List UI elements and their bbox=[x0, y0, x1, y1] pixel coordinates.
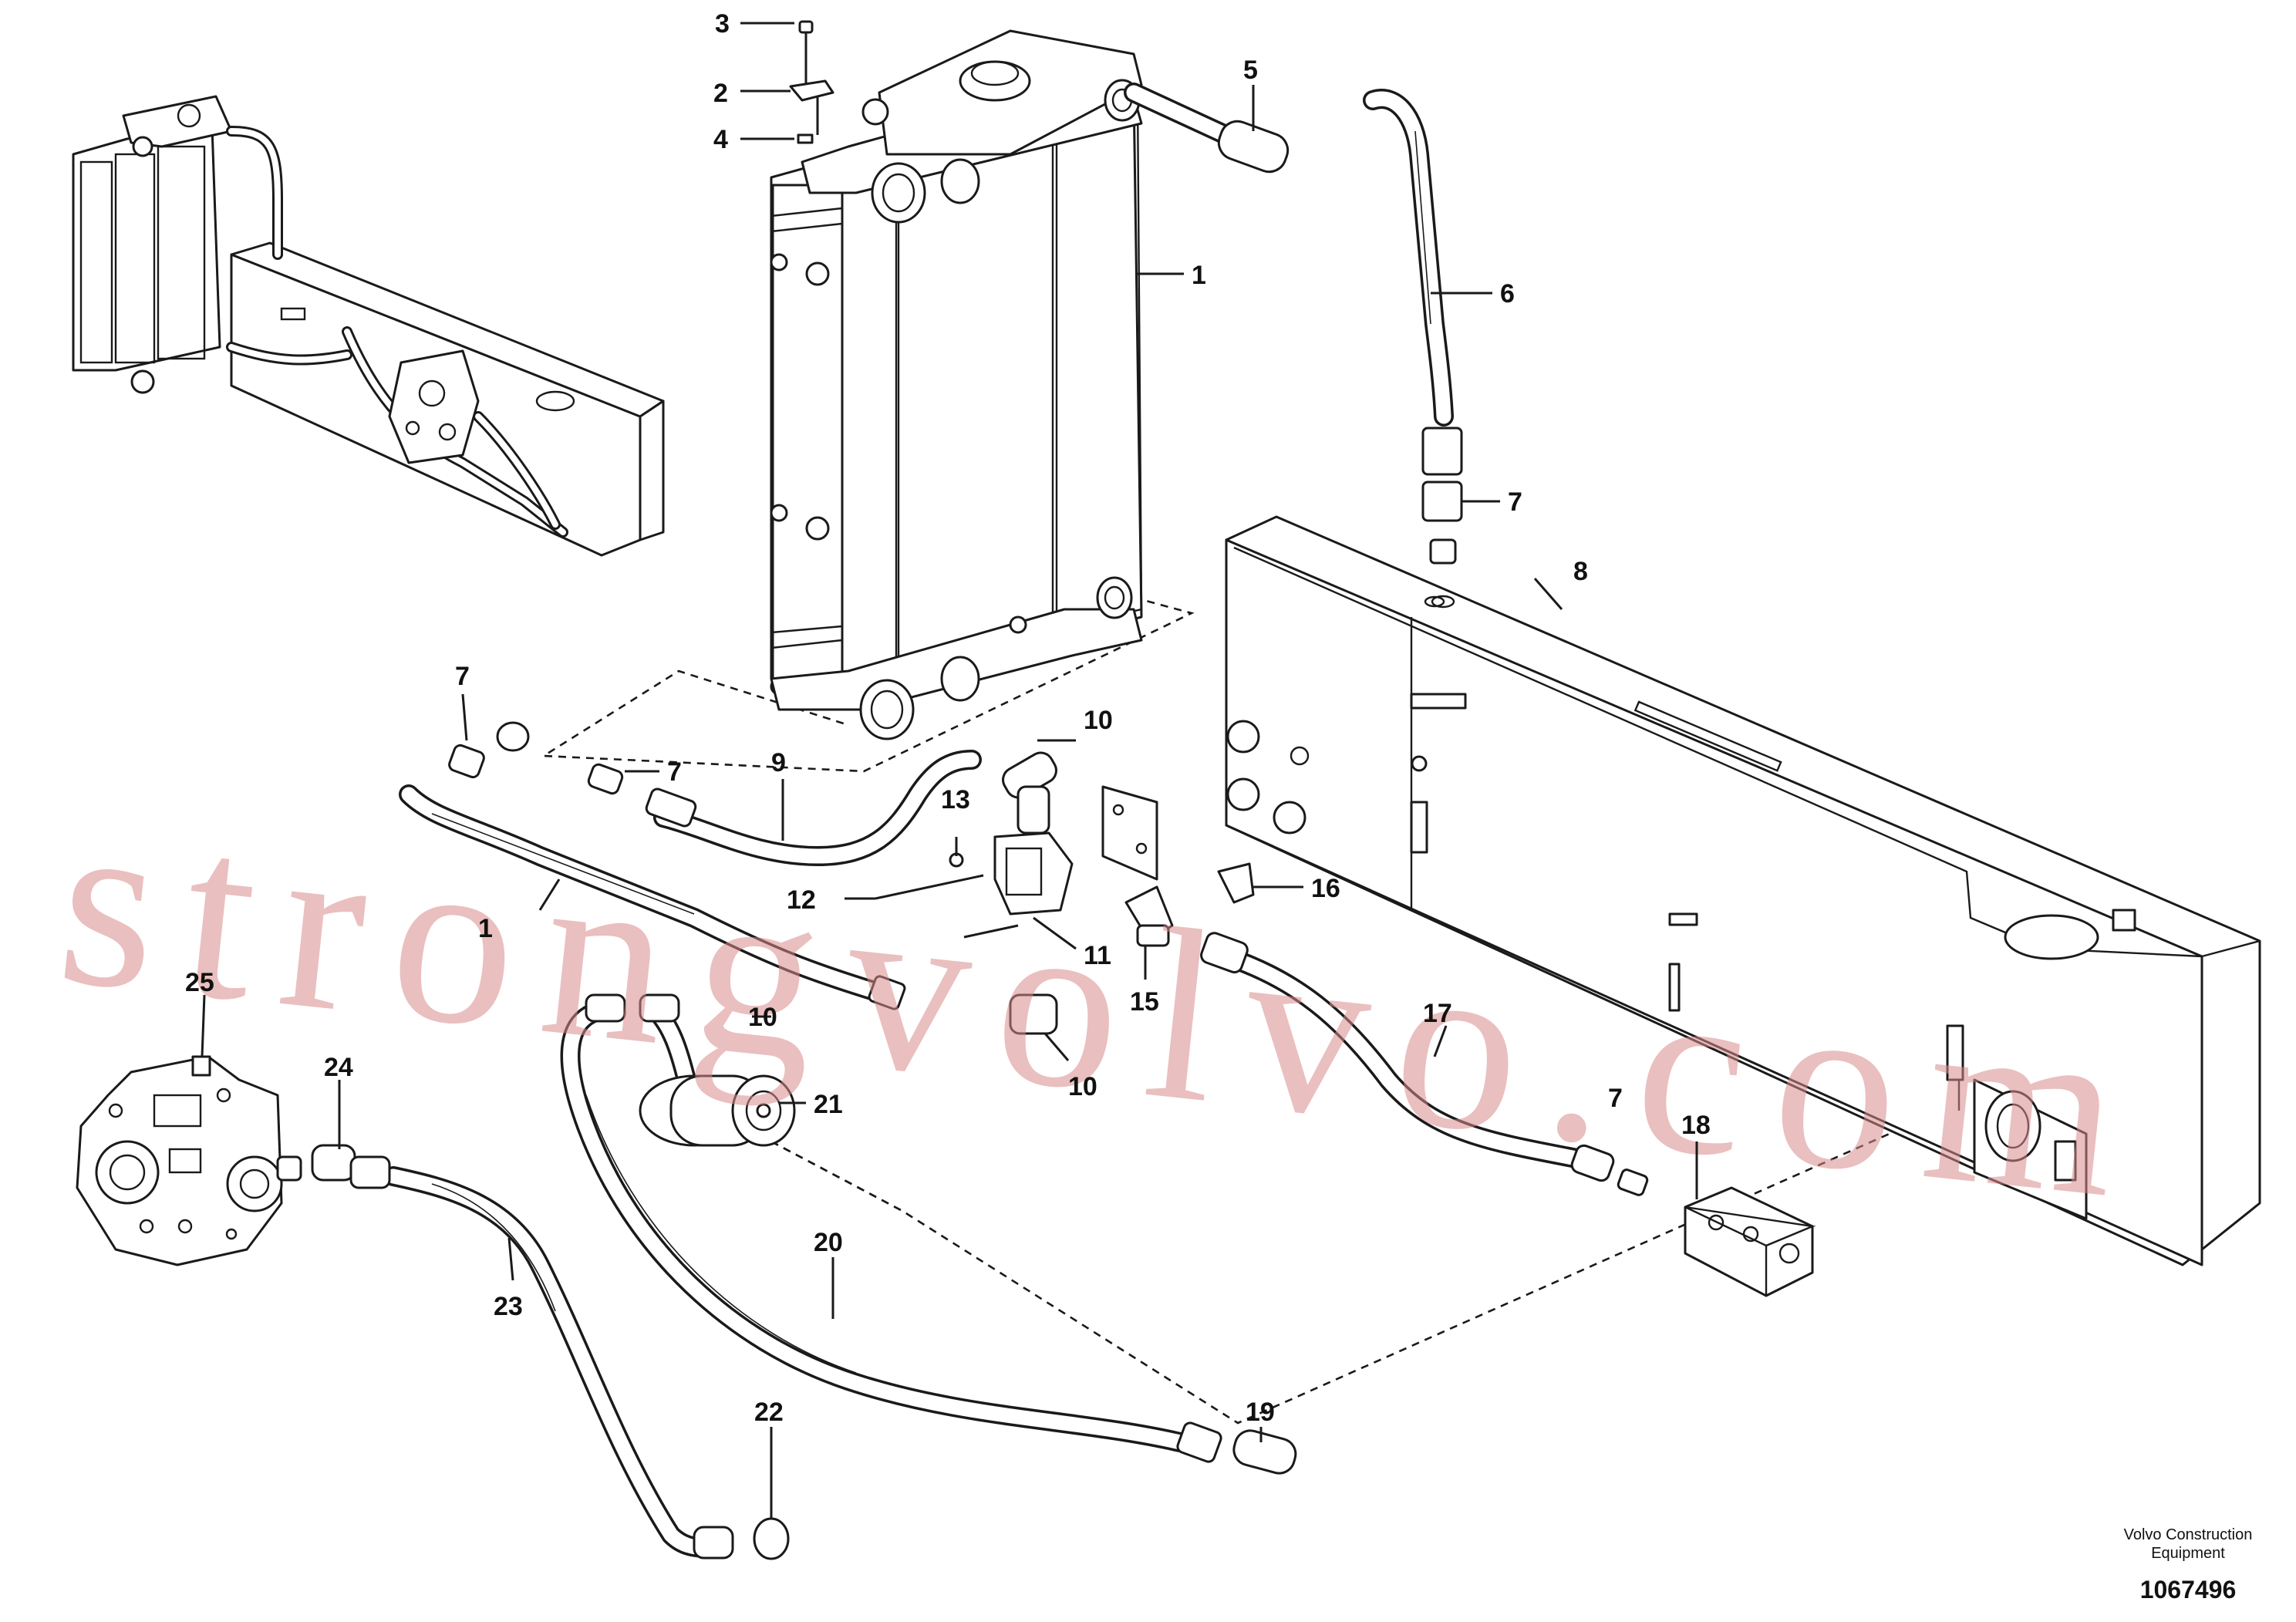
callout-3: 3 bbox=[715, 9, 730, 39]
callout-10-top: 10 bbox=[1084, 706, 1113, 735]
callout-13: 13 bbox=[941, 785, 970, 814]
brand-line-2: Equipment bbox=[2151, 1545, 2225, 1562]
callout-labels: 3 2 4 5 1 6 7 8 7 7 9 10 13 12 16 11 15 … bbox=[185, 9, 1711, 1427]
leader-lines bbox=[201, 22, 1698, 1519]
callout-10-mid: 10 bbox=[748, 1003, 777, 1032]
callout-7-mid: 7 bbox=[667, 757, 682, 787]
callout-19: 19 bbox=[1246, 1398, 1275, 1427]
callout-18: 18 bbox=[1681, 1111, 1711, 1140]
callout-4: 4 bbox=[713, 125, 728, 154]
callout-6: 6 bbox=[1500, 279, 1515, 309]
callout-25: 25 bbox=[185, 968, 214, 997]
callout-22: 22 bbox=[754, 1398, 784, 1427]
overview-inset bbox=[72, 95, 665, 557]
callout-24: 24 bbox=[324, 1053, 353, 1082]
callout-16: 16 bbox=[1311, 874, 1340, 903]
hoses bbox=[383, 83, 1599, 1558]
callout-17: 17 bbox=[1423, 999, 1452, 1028]
brand-line-1: Volvo Construction bbox=[2124, 1526, 2253, 1543]
oil-cooler bbox=[770, 29, 1143, 740]
footer-brand: Volvo Construction Equipment 1067496 bbox=[2124, 1526, 2253, 1603]
callout-15: 15 bbox=[1130, 987, 1159, 1017]
hydraulic-motor bbox=[639, 1074, 796, 1147]
inset-cooler bbox=[72, 95, 233, 394]
callout-5: 5 bbox=[1243, 56, 1258, 85]
fittings bbox=[311, 427, 1816, 1560]
hydraulic-tank bbox=[1225, 515, 2261, 1266]
callout-23: 23 bbox=[494, 1292, 523, 1321]
callout-21: 21 bbox=[814, 1090, 843, 1119]
callout-1-hose: 1 bbox=[478, 914, 493, 943]
hydraulic-pump bbox=[76, 1055, 302, 1266]
callout-12: 12 bbox=[787, 885, 816, 915]
callout-10-low: 10 bbox=[1068, 1072, 1097, 1101]
callout-11: 11 bbox=[1084, 941, 1111, 970]
callout-9: 9 bbox=[771, 748, 786, 777]
callout-8: 8 bbox=[1573, 557, 1588, 586]
callout-2: 2 bbox=[713, 79, 728, 108]
callout-7-tank: 7 bbox=[1508, 487, 1522, 517]
pump-dashed bbox=[770, 1140, 903, 1212]
document-number: 1067496 bbox=[2140, 1576, 2237, 1603]
callout-7-right: 7 bbox=[1608, 1084, 1623, 1113]
mounting-bracket bbox=[789, 20, 834, 144]
callout-1: 1 bbox=[1192, 261, 1206, 290]
callout-20: 20 bbox=[814, 1228, 843, 1257]
inset-pump bbox=[388, 349, 480, 464]
callout-7-left: 7 bbox=[455, 662, 470, 691]
